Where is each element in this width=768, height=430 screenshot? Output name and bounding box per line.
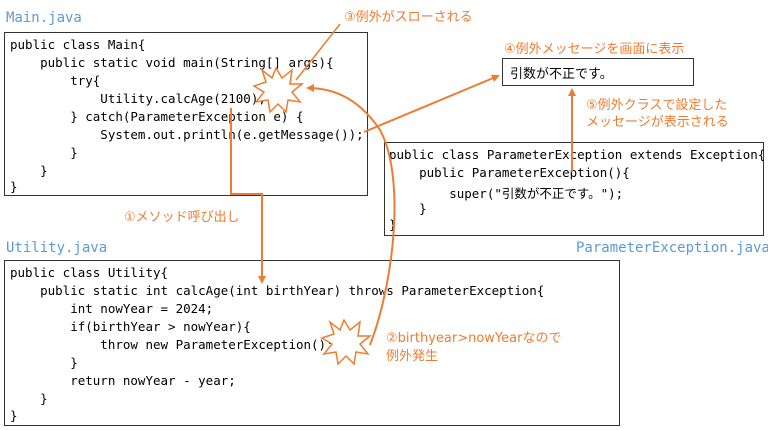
method-call-arrow [230,108,266,284]
note-method-call: ①メソッド呼び出し [124,210,240,225]
exception-burst-utility-icon [320,318,373,366]
note-exception-occur-line1: ②birthyear>nowYearなので [386,331,562,346]
note-display-message: ④例外メッセージを画面に表示 [504,42,685,57]
output-message-box: 引数が不正です。 [502,58,694,86]
code-line: public class Utility{ [10,265,169,280]
note-message-line1: ⑤例外クラスで設定した [586,98,728,113]
note-message-line2: メッセージが表示される [586,115,729,130]
code-line: throw new ParameterException(); [10,337,334,352]
display-message-arrow [363,74,500,133]
code-line: public static void main(String[] args){ [10,55,334,70]
code-line: } [10,179,18,194]
note-exception-thrown: ③例外がスローされる [344,10,473,25]
code-line: int nowYear = 2024; [10,301,214,316]
utility-code-box: public class Utility{ public static int … [4,260,620,426]
code-line: } [10,355,78,370]
exception-file-label: ParameterException.java [576,240,768,256]
code-line: public ParameterException(){ [389,165,630,180]
main-code-box: public class Main{ public static void ma… [4,32,368,196]
code-line: } [10,163,48,178]
code-line: } [10,145,78,160]
code-line: public class ParameterException extends … [389,147,766,162]
code-line: } catch(ParameterException e) { [10,109,304,124]
code-line: return nowYear - year; [10,373,236,388]
utility-file-label: Utility.java [6,240,108,256]
code-line: } [389,201,427,216]
code-line: if(birthYear > nowYear){ [10,319,251,334]
main-file-label: Main.java [6,10,82,26]
code-line: System.out.println(e.getMessage()); [10,127,364,142]
code-line: } [389,217,397,232]
output-message-text: 引数が不正です。 [510,67,613,82]
code-line: } [10,391,48,406]
exception-thrown-arrow [306,84,396,346]
code-line: } [10,408,18,423]
exception-burst-main-icon [252,66,305,114]
code-line: Utility.calcAge(2100); [10,91,266,106]
code-line: super("引数が不正です。"); [389,186,624,201]
note-exception-occur-line2: 例外発生 [386,349,439,364]
exception-code-box: public class ParameterException extends … [384,142,766,236]
code-line: public class Main{ [10,37,146,52]
code-line: try{ [10,73,101,88]
code-line: public static int calcAge(int birthYear)… [10,283,545,298]
thrown-label-pointer [295,23,341,81]
